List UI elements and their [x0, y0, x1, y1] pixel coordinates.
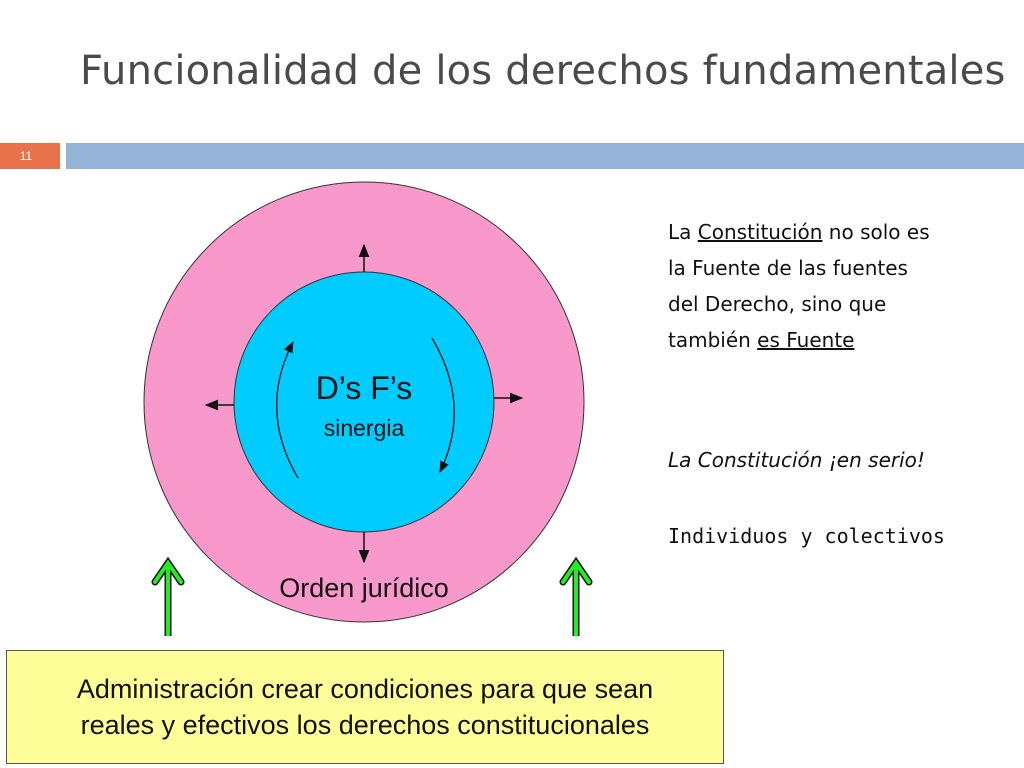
text-line-1: La Constitución no solo es: [668, 214, 1008, 250]
administracion-box: Administración crear condiciones para qu…: [6, 650, 724, 764]
up-arrow-left-icon: [151, 556, 185, 636]
es-fuente-underlined: es Fuente: [757, 328, 855, 352]
slide-number: 11: [19, 149, 33, 163]
text-fragment: no solo es: [822, 220, 930, 244]
title-accent-bar: [66, 143, 1024, 169]
text-line-3: del Derecho, sino que: [668, 292, 887, 316]
text-line-2: la Fuente de las fuentes: [668, 256, 908, 280]
text-fragment: también: [668, 328, 758, 352]
text-line-4: también es Fuente: [668, 322, 1008, 358]
outer-label: Orden jurídico: [279, 573, 449, 603]
inner-title: D’s F’s: [316, 370, 413, 406]
individuos-colectivos-text: Individuos y colectivos: [668, 524, 945, 548]
constitucion-en-serio-text: La Constitución ¡en serio!: [668, 448, 925, 472]
up-arrow-right-icon: [559, 556, 593, 636]
synergy-arc-left-icon: [276, 340, 299, 479]
text-fragment: La: [668, 220, 698, 244]
slide-title: Funcionalidad de los derechos fundamenta…: [80, 48, 1006, 94]
constitution-text-block: La Constitución no solo es la Fuente de …: [668, 214, 1008, 358]
inner-subtitle: sinergia: [324, 415, 405, 441]
box-line-1: Administración crear condiciones para qu…: [76, 674, 654, 704]
slide-number-badge: 11: [0, 143, 60, 169]
box-line-2: reales y efectivos los derechos constitu…: [80, 710, 650, 740]
constitucion-underlined: Constitución: [697, 220, 823, 244]
synergy-arc-right-icon: [431, 337, 455, 474]
